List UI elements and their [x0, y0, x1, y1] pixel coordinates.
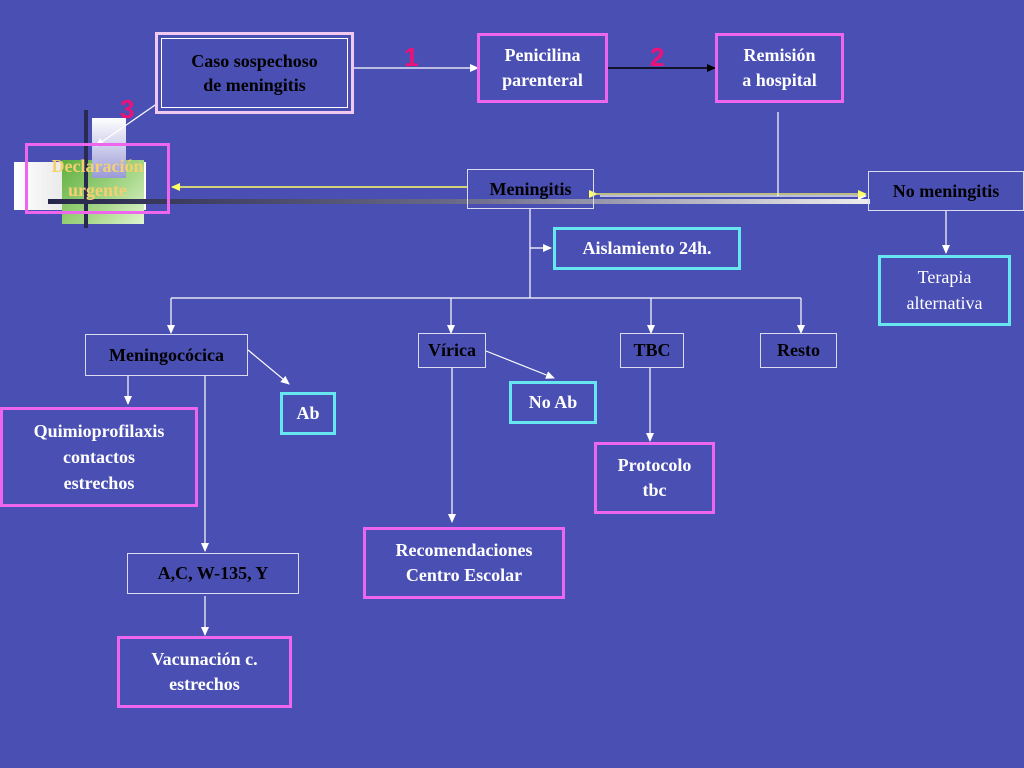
node-terapia: Terapia alternativa: [878, 255, 1011, 326]
node-recomendaciones: Recomendaciones Centro Escolar: [363, 527, 565, 599]
step-number-1: 1: [404, 42, 419, 72]
node-declaracion: Declaración urgente: [25, 143, 170, 214]
decorative-graphic: [0, 0, 870, 240]
arrow-to-ab: [247, 349, 290, 385]
node-meningococica: Meningocócica: [85, 334, 248, 376]
arrow-caso-declaracion: [95, 102, 159, 147]
node-no-meningitis: No meningitis: [868, 171, 1024, 211]
node-virica: Vírica: [418, 333, 486, 368]
node-ab: Ab: [280, 392, 336, 435]
node-remision: Remisión a hospital: [715, 33, 844, 103]
arrow-to-no-ab: [485, 350, 555, 379]
node-caso-sospechoso: Caso sospechoso de meningitis: [161, 38, 348, 108]
node-vacunacion: Vacunación c. estrechos: [117, 636, 292, 708]
step-number-2: 2: [650, 42, 665, 72]
node-protocolo-tbc: Protocolo tbc: [594, 442, 715, 514]
node-quimioprofilaxis: Quimioprofilaxis contactos estrechos: [0, 407, 198, 507]
node-penicilina: Penicilina parenteral: [477, 33, 608, 103]
node-aislamiento: Aislamiento 24h.: [553, 227, 741, 270]
node-caso-frame: Caso sospechoso de meningitis: [155, 32, 354, 114]
step-number-3: 3: [120, 94, 135, 124]
node-meningitis: Meningitis: [467, 169, 594, 209]
node-resto: Resto: [760, 333, 837, 368]
node-no-ab: No Ab: [509, 381, 597, 424]
node-tbc: TBC: [620, 333, 684, 368]
node-serogrupos: A,C, W-135, Y: [127, 553, 299, 594]
